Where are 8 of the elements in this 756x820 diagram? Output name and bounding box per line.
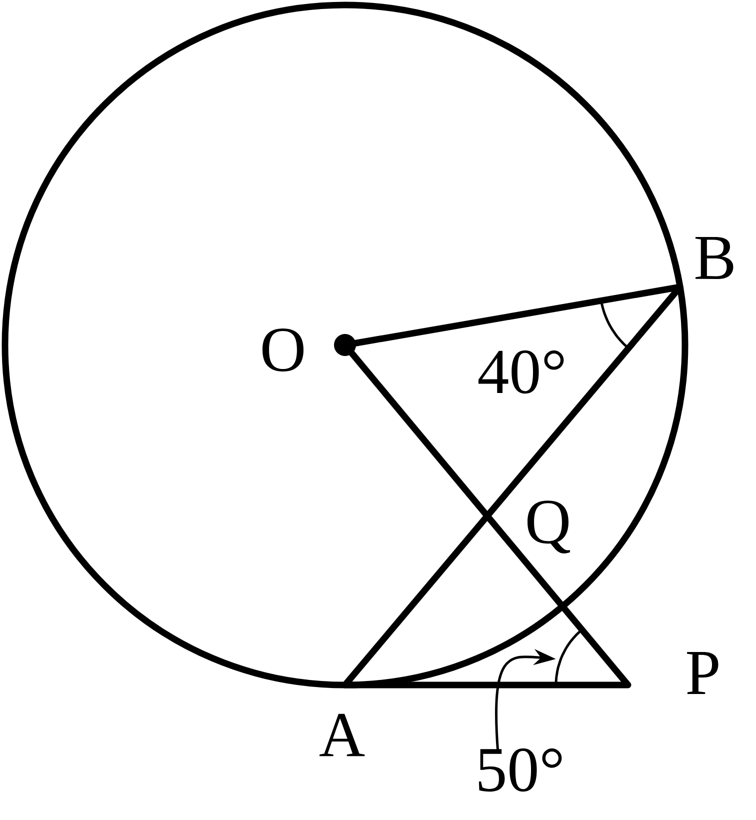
angle-label: 50°: [478, 748, 562, 792]
point-label: B: [696, 236, 734, 280]
point-label: A: [320, 714, 365, 756]
angle-arc: [554, 628, 583, 685]
point-label: P: [687, 652, 718, 694]
point-label: O: [262, 328, 304, 372]
point-label: Q: [528, 500, 570, 554]
point-label: 40°: [478, 350, 564, 394]
